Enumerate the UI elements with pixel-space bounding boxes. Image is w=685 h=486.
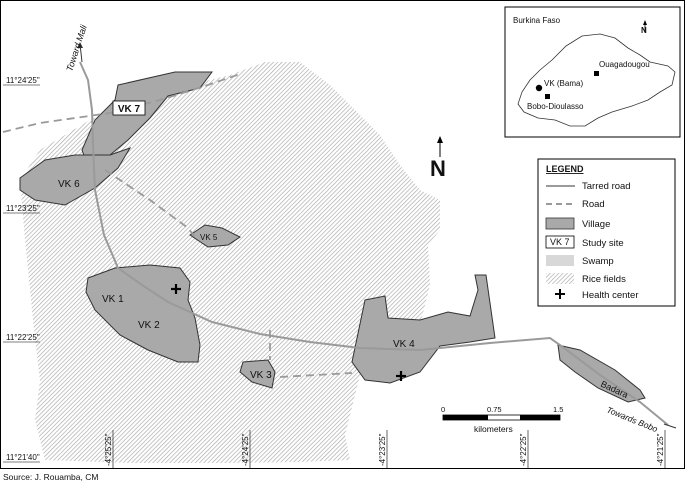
vk3-label: VK 3 [250, 370, 272, 381]
vk2-label: VK 2 [138, 320, 160, 331]
legend-rice-fields: Rice fields [582, 274, 626, 285]
lat-label-1: 11°24'25" [6, 76, 40, 85]
vk7-label-box [112, 100, 146, 116]
vk7-label: VK 7 [118, 104, 141, 115]
lon-label-4: -4°22'25" [519, 433, 528, 466]
scale-tick-0: 0 [441, 405, 445, 414]
inset-map: Burkina Faso Ouagadougou VK (Bama) Bobo-… [504, 6, 681, 138]
inset-country: Burkina Faso [513, 16, 561, 25]
scale-tick-1: 0.75 [487, 405, 502, 414]
lon-label-2: -4°24'25" [241, 433, 250, 466]
legend-title: LEGEND [546, 164, 584, 174]
legend-study-site-symbol: VK 7 [550, 237, 570, 247]
north-arrow: N [430, 136, 446, 181]
village-vk6 [19, 147, 132, 206]
lat-label-4: 11°21'40" [6, 453, 40, 462]
inset-capital-marker [594, 71, 599, 76]
inset-north: N [641, 26, 647, 35]
lat-label-2: 11°23'25" [6, 204, 40, 213]
rice-fields-area [20, 62, 440, 463]
legend-road: Road [582, 199, 605, 210]
scale-tick-2: 1.5 [553, 405, 563, 414]
towards-bobo-arrow [663, 423, 677, 429]
scale-bar: 0 0.75 1.5 kilometers [441, 405, 563, 434]
inset-city-marker [545, 94, 550, 99]
tarred-road [79, 61, 669, 426]
village-vk4 [351, 274, 496, 384]
inset-site: VK (Bama) [544, 79, 583, 88]
legend-health-center: Health center [582, 290, 639, 301]
village-vk5 [189, 224, 241, 248]
legend-study-site: Study site [582, 238, 624, 249]
inset-capital: Ouagadougou [599, 60, 650, 69]
toward-mali-arrowhead [77, 42, 83, 48]
legend: LEGEND Tarred road Road Village VK 7 Stu… [537, 158, 676, 307]
legend-village: Village [582, 219, 610, 230]
village-vk3 [239, 359, 276, 389]
vk4-label: VK 4 [393, 339, 415, 350]
burkina-faso-outline [517, 33, 676, 127]
source-credit: Source: J. Rouamba, CM [3, 472, 99, 482]
lat-label-3: 11°22'25" [6, 333, 40, 342]
vk1-label: VK 1 [102, 294, 124, 305]
vk6-label: VK 6 [58, 179, 80, 190]
latitude-labels: 11°24'25" 11°23'25" 11°22'25" 11°21'40" [3, 76, 40, 463]
health-center-vk1 [171, 284, 181, 294]
lon-label-1: -4°25'25" [104, 433, 113, 466]
lon-label-5: -4°21'25" [656, 433, 665, 466]
lon-label-3: -4°23'25" [378, 433, 387, 466]
inset-site-marker [535, 84, 543, 92]
longitude-labels: -4°25'25" -4°24'25" -4°23'25" -4°22'25" … [104, 430, 666, 468]
legend-swamp: Swamp [582, 256, 614, 267]
health-center-vk4 [396, 371, 406, 381]
north-label: N [430, 156, 446, 181]
village-vk7 [81, 71, 213, 173]
vk5-label: VK 5 [200, 233, 218, 242]
scale-unit: kilometers [474, 424, 513, 434]
legend-tarred-road: Tarred road [582, 181, 631, 192]
inset-city: Bobo-Dioulasso [527, 102, 584, 111]
